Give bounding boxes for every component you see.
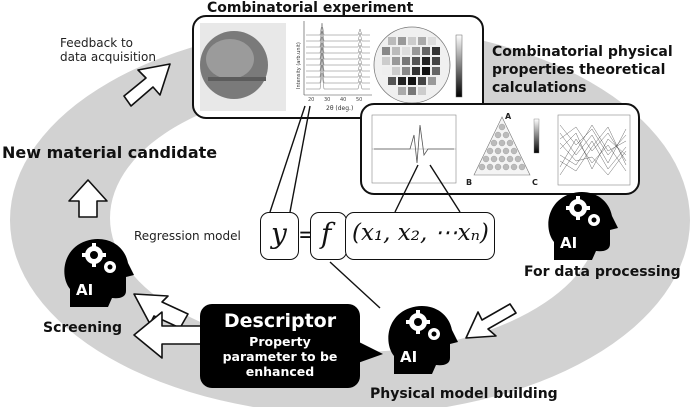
ai-head-data-processing: AI — [546, 186, 620, 266]
xrd-tick-2: 30 — [324, 97, 330, 103]
descriptor-pointer — [355, 340, 383, 364]
ai-head-screening: AI — [62, 233, 136, 313]
xrd-xlabel: 2θ (deg.) — [326, 105, 353, 112]
label-theory-calculations: Combinatorial physical properties theore… — [492, 43, 673, 97]
parallel-plot — [557, 114, 631, 186]
label-new-material-candidate: New material candidate — [2, 143, 218, 162]
label-combinatorial-experiment: Combinatorial experiment — [207, 0, 414, 16]
label-feedback-line2: data acquisition — [60, 50, 156, 64]
label-feedback-line1: Feedback to — [60, 36, 134, 50]
label-screening: Screening — [43, 320, 123, 336]
experiment-panel: 20 30 40 50 2θ (deg.) Intensity (arb.uni… — [192, 15, 484, 119]
theory-colorbar — [533, 118, 540, 154]
ai-label-screening: AI — [76, 281, 94, 299]
brain-gear-icon — [388, 306, 458, 374]
label-theory-line1: Combinatorial physical — [492, 44, 673, 60]
xrd-tick-3: 40 — [340, 97, 346, 103]
ai-label-model-building: AI — [400, 348, 418, 366]
map-colorbar — [455, 34, 463, 98]
ternary-label-c: C — [532, 178, 538, 187]
descriptor-title: Descriptor — [223, 310, 337, 332]
descriptor-body: Property parameter to be enhanced — [200, 334, 360, 379]
brain-gear-icon — [64, 239, 134, 307]
equation-f-box: f — [310, 212, 347, 260]
xrd-ylabel: Intensity (arb.unit) — [296, 42, 302, 89]
brain-gear-icon — [548, 192, 618, 260]
arrow-feedback — [123, 63, 171, 107]
descriptor-line1: Property — [249, 334, 311, 349]
descriptor-box: Descriptor Property parameter to be enha… — [200, 304, 360, 388]
equation-y: y — [271, 217, 287, 250]
arrow-data-to-model — [465, 303, 517, 339]
equation-y-box: y — [260, 212, 299, 260]
equation-args-box: (x₁, x₂, ⋯xₙ) — [345, 212, 495, 260]
descriptor-line2: parameter to be — [222, 349, 338, 364]
xrd-tick-1: 20 — [308, 97, 314, 103]
map-cells — [382, 37, 440, 95]
label-theory-line2: properties theoretical — [492, 62, 666, 78]
ternary-label-a: A — [505, 112, 512, 121]
experiment-panel-graphics: 20 30 40 50 2θ (deg.) Intensity (arb.uni… — [200, 21, 463, 112]
label-physical-model-building: Physical model building — [370, 386, 558, 402]
theory-panel: A B C — [360, 103, 640, 195]
label-theory-line3: calculations — [492, 80, 587, 96]
descriptor-line3: enhanced — [245, 364, 315, 379]
ternary-plot: A B C — [466, 112, 538, 187]
theory-panel-graphics: A B C — [371, 112, 631, 187]
ai-label-data-processing: AI — [560, 234, 578, 252]
ternary-label-b: B — [466, 178, 472, 187]
xrd-tick-4: 50 — [356, 97, 362, 103]
label-feedback: Feedback to data acquisition — [60, 36, 156, 64]
ai-head-model-building: AI — [386, 300, 460, 380]
label-regression-model: Regression model — [134, 229, 241, 243]
equation-f: f — [321, 217, 332, 250]
xrd-spectra — [306, 22, 370, 90]
equation-args: (x₁, x₂, ⋯xₙ) — [352, 220, 489, 246]
arrow-up-new-material — [68, 179, 108, 218]
label-for-data-processing: For data processing — [524, 264, 681, 280]
